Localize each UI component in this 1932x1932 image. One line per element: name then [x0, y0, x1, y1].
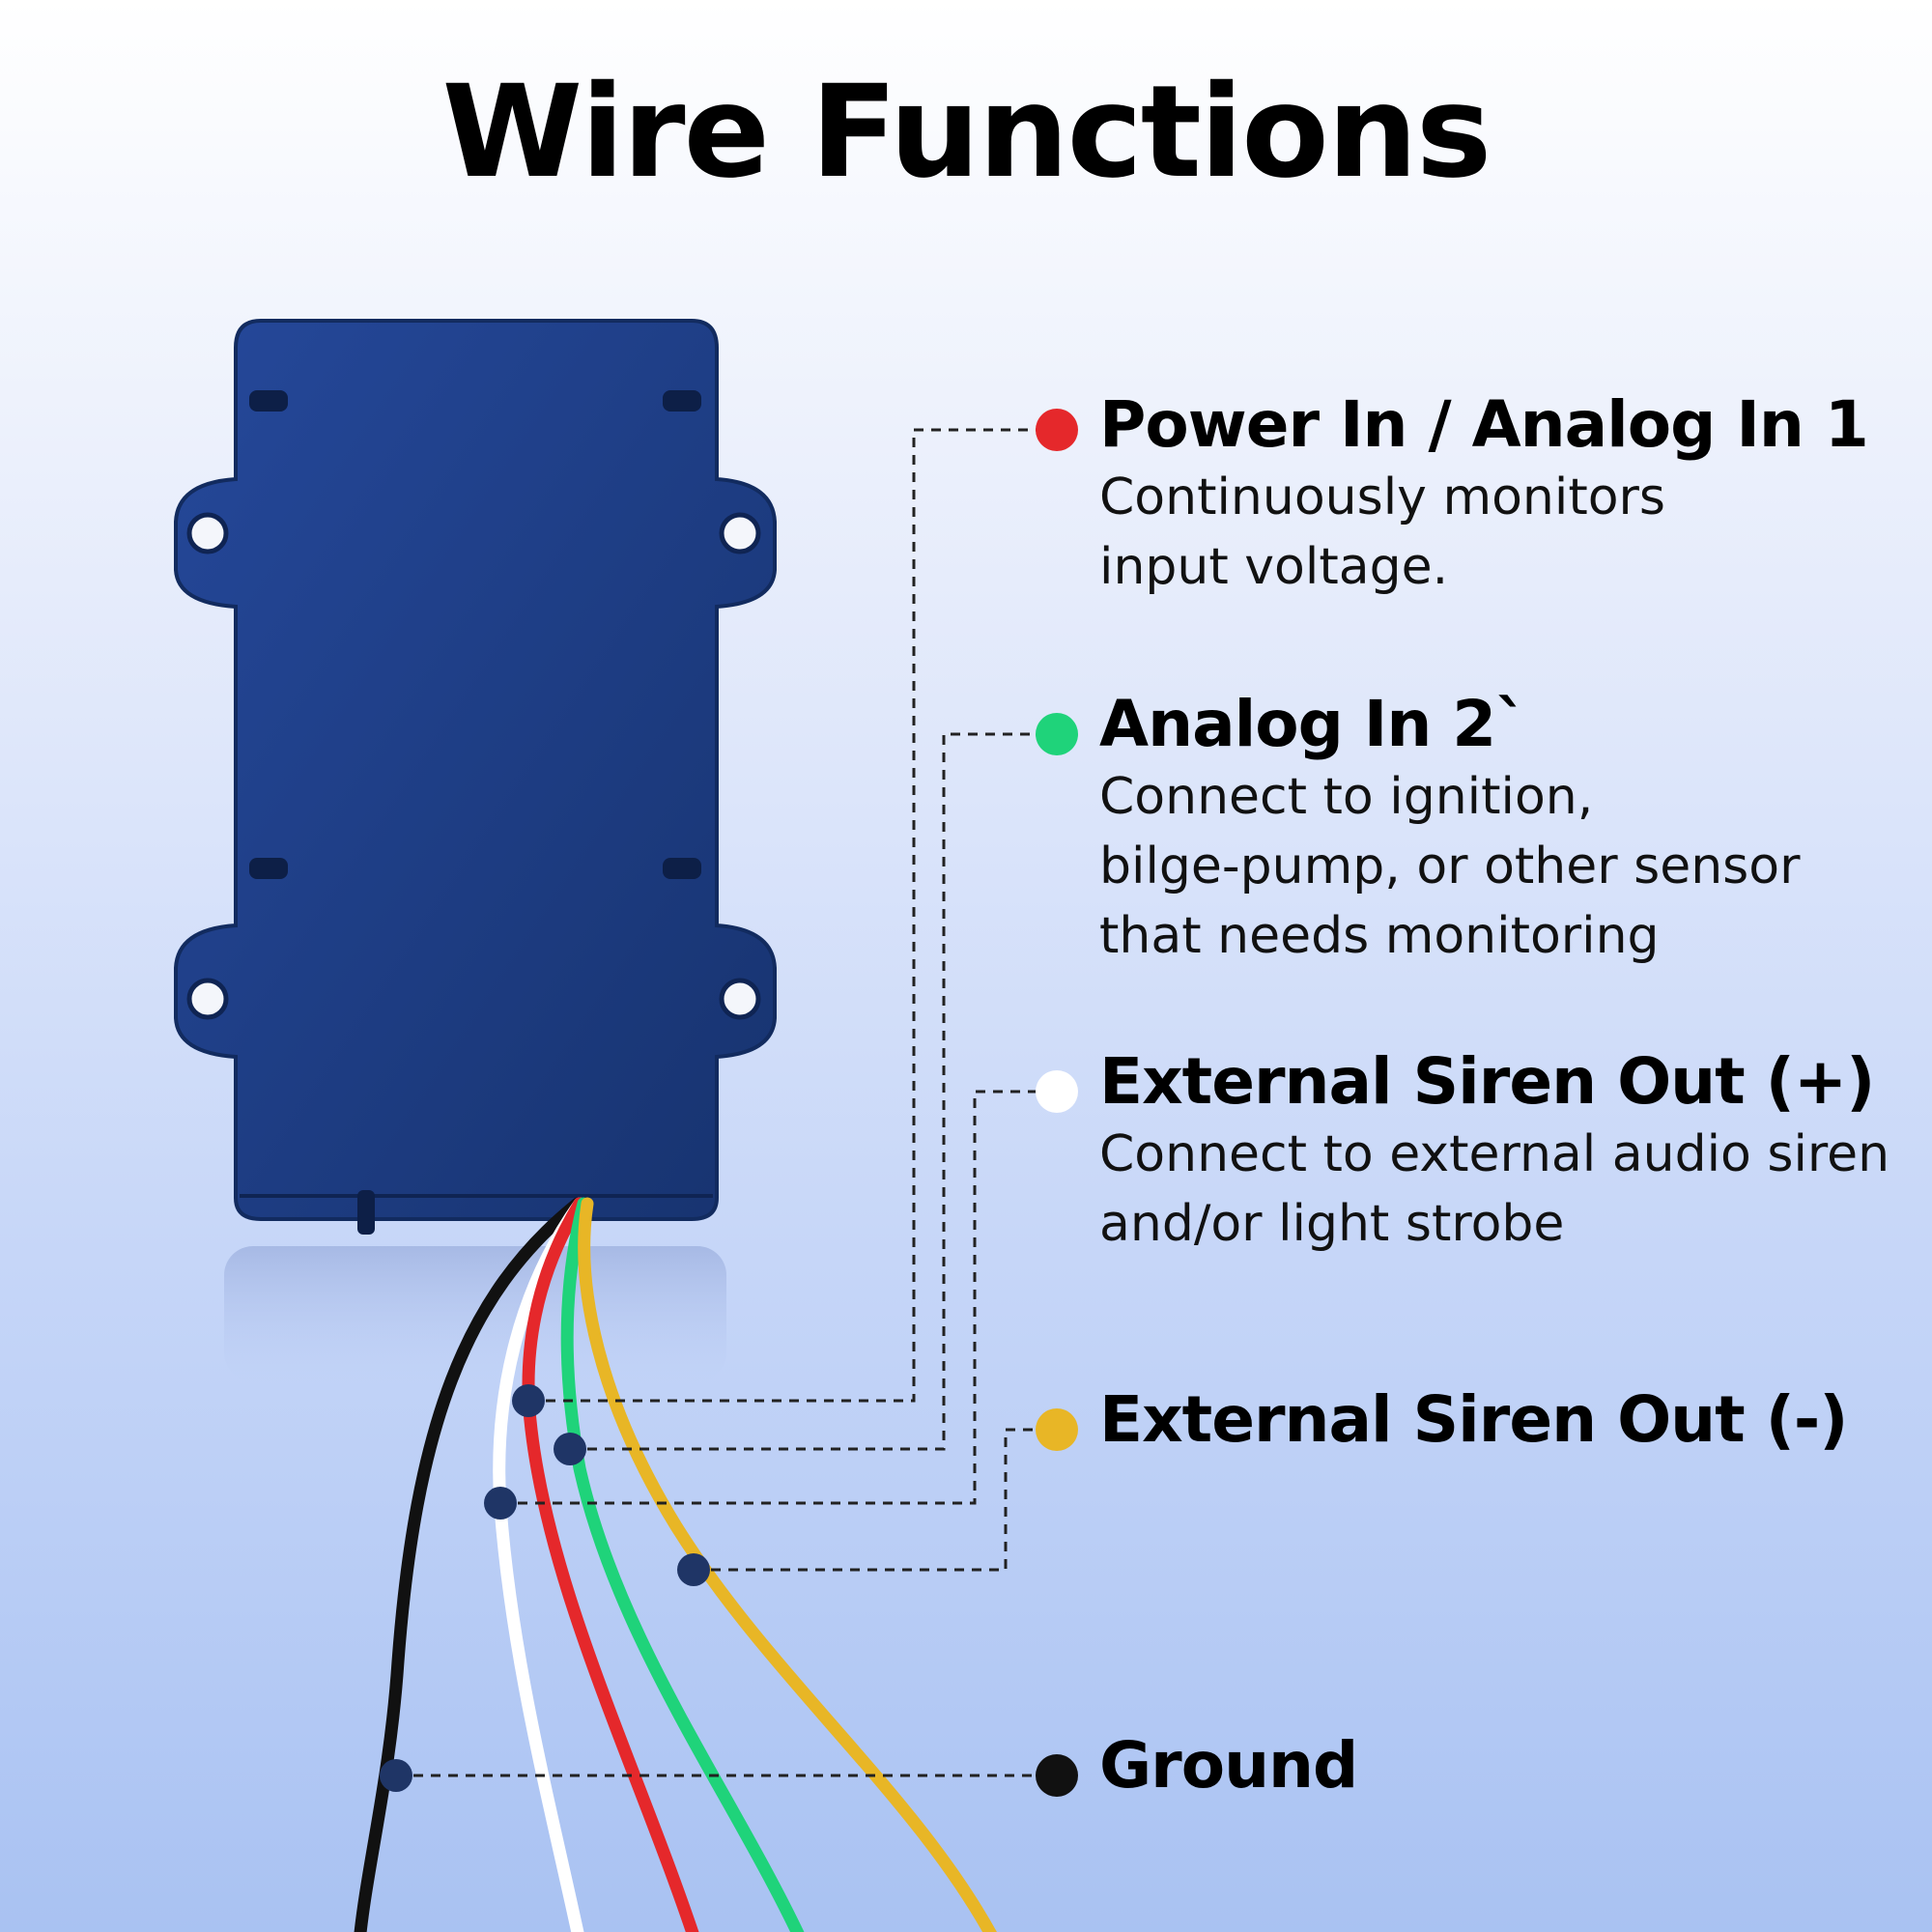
bullet-green: [1036, 713, 1078, 755]
pin-dot-white: [484, 1487, 517, 1520]
pin-dot-red: [512, 1384, 545, 1417]
tracker-device: [174, 319, 777, 1235]
black-wire: [354, 1197, 584, 1932]
bullet-red: [1036, 409, 1078, 451]
bullet-yellow: [1036, 1408, 1078, 1451]
page-title: Wire Functions: [441, 58, 1492, 207]
label-siren-out-minus: External Siren Out (-): [1099, 1381, 1920, 1458]
label-description: Connect to external audio siren and/or l…: [1099, 1125, 1890, 1254]
connector-siren-plus: [500, 1090, 1057, 1505]
label-title: Power In / Analog In 1: [1099, 387, 1869, 462]
label-title: External Siren Out (-): [1099, 1382, 1848, 1457]
device-reflection: [224, 1246, 726, 1381]
connector-lines: [396, 428, 1057, 1777]
pin-dot-black: [380, 1759, 412, 1792]
green-wire: [560, 1197, 805, 1932]
label-siren-out-plus: External Siren Out (+) Connect to extern…: [1099, 1043, 1920, 1259]
label-title: Ground: [1099, 1728, 1358, 1803]
label-title: External Siren Out (+): [1099, 1044, 1875, 1119]
mounting-hole: [719, 512, 761, 554]
label-description: Connect to ignition, bilge-pump, or othe…: [1099, 768, 1801, 966]
wire-pins: [380, 1384, 710, 1792]
connector-analog2: [570, 732, 1057, 1451]
red-wire: [522, 1197, 699, 1932]
connector-power: [528, 428, 1057, 1403]
pin-dot-yellow: [677, 1553, 710, 1586]
mounting-hole: [719, 978, 761, 1020]
label-description: Continuously monitors input voltage.: [1099, 469, 1665, 597]
pin-dot-green: [554, 1433, 586, 1465]
mounting-hole: [186, 512, 229, 554]
mounting-hole: [186, 978, 229, 1020]
label-title: Analog In 2`: [1099, 687, 1527, 761]
label-bullets: [1036, 409, 1078, 1797]
connector-siren-minus: [694, 1428, 1057, 1572]
label-power-in: Power In / Analog In 1 Continuously moni…: [1099, 386, 1920, 602]
label-ground: Ground: [1099, 1727, 1920, 1804]
bullet-white: [1036, 1070, 1078, 1113]
label-analog-in-2: Analog In 2` Connect to ignition, bilge-…: [1099, 686, 1920, 971]
bullet-black: [1036, 1754, 1078, 1797]
